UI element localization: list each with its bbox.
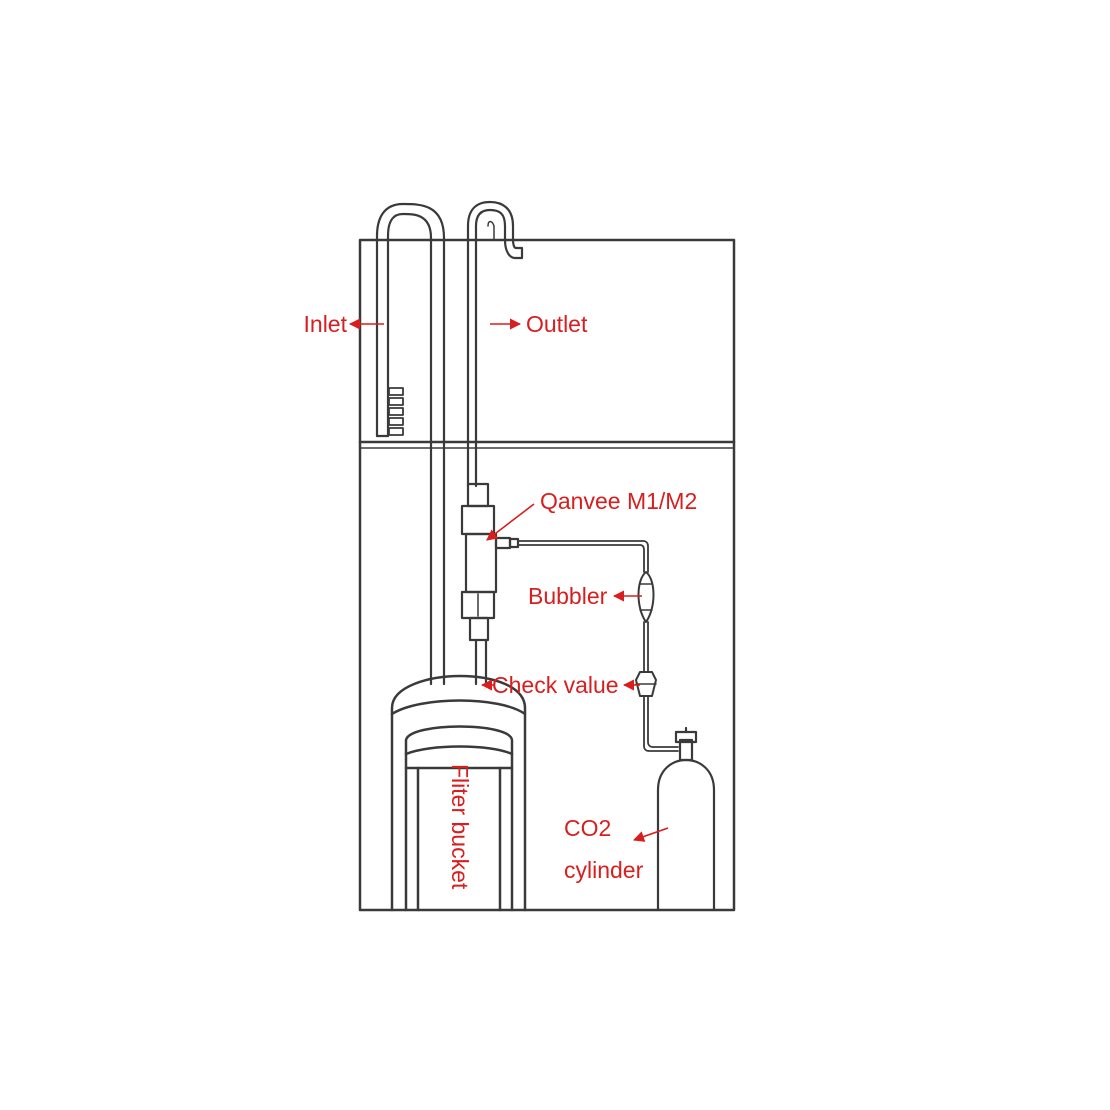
co2-label-line1: CO2 [564,815,611,841]
check-valve [635,671,657,697]
aquarium-tank [358,238,736,912]
outlet-pipe [466,200,524,686]
co2-label-line2: cylinder [564,857,644,883]
outlet-label: Outlet [526,311,588,337]
check-valve-label: Check value [492,672,619,698]
inlet-label: Inlet [304,311,348,337]
co2-cylinder [656,726,716,912]
bubbler-label: Bubbler [528,583,608,609]
reactor-arrow [486,503,535,541]
co2-arrow [632,827,669,842]
annotation-arrows [348,318,669,842]
co2-tubing [517,540,679,752]
filter-bucket [390,674,527,912]
co2-reactor [460,482,520,642]
bubbler [637,571,655,623]
inlet-pipe [375,202,446,686]
filter-bucket-label: Fliter bucket [447,764,473,890]
reactor-label: Qanvee M1/M2 [540,488,697,514]
